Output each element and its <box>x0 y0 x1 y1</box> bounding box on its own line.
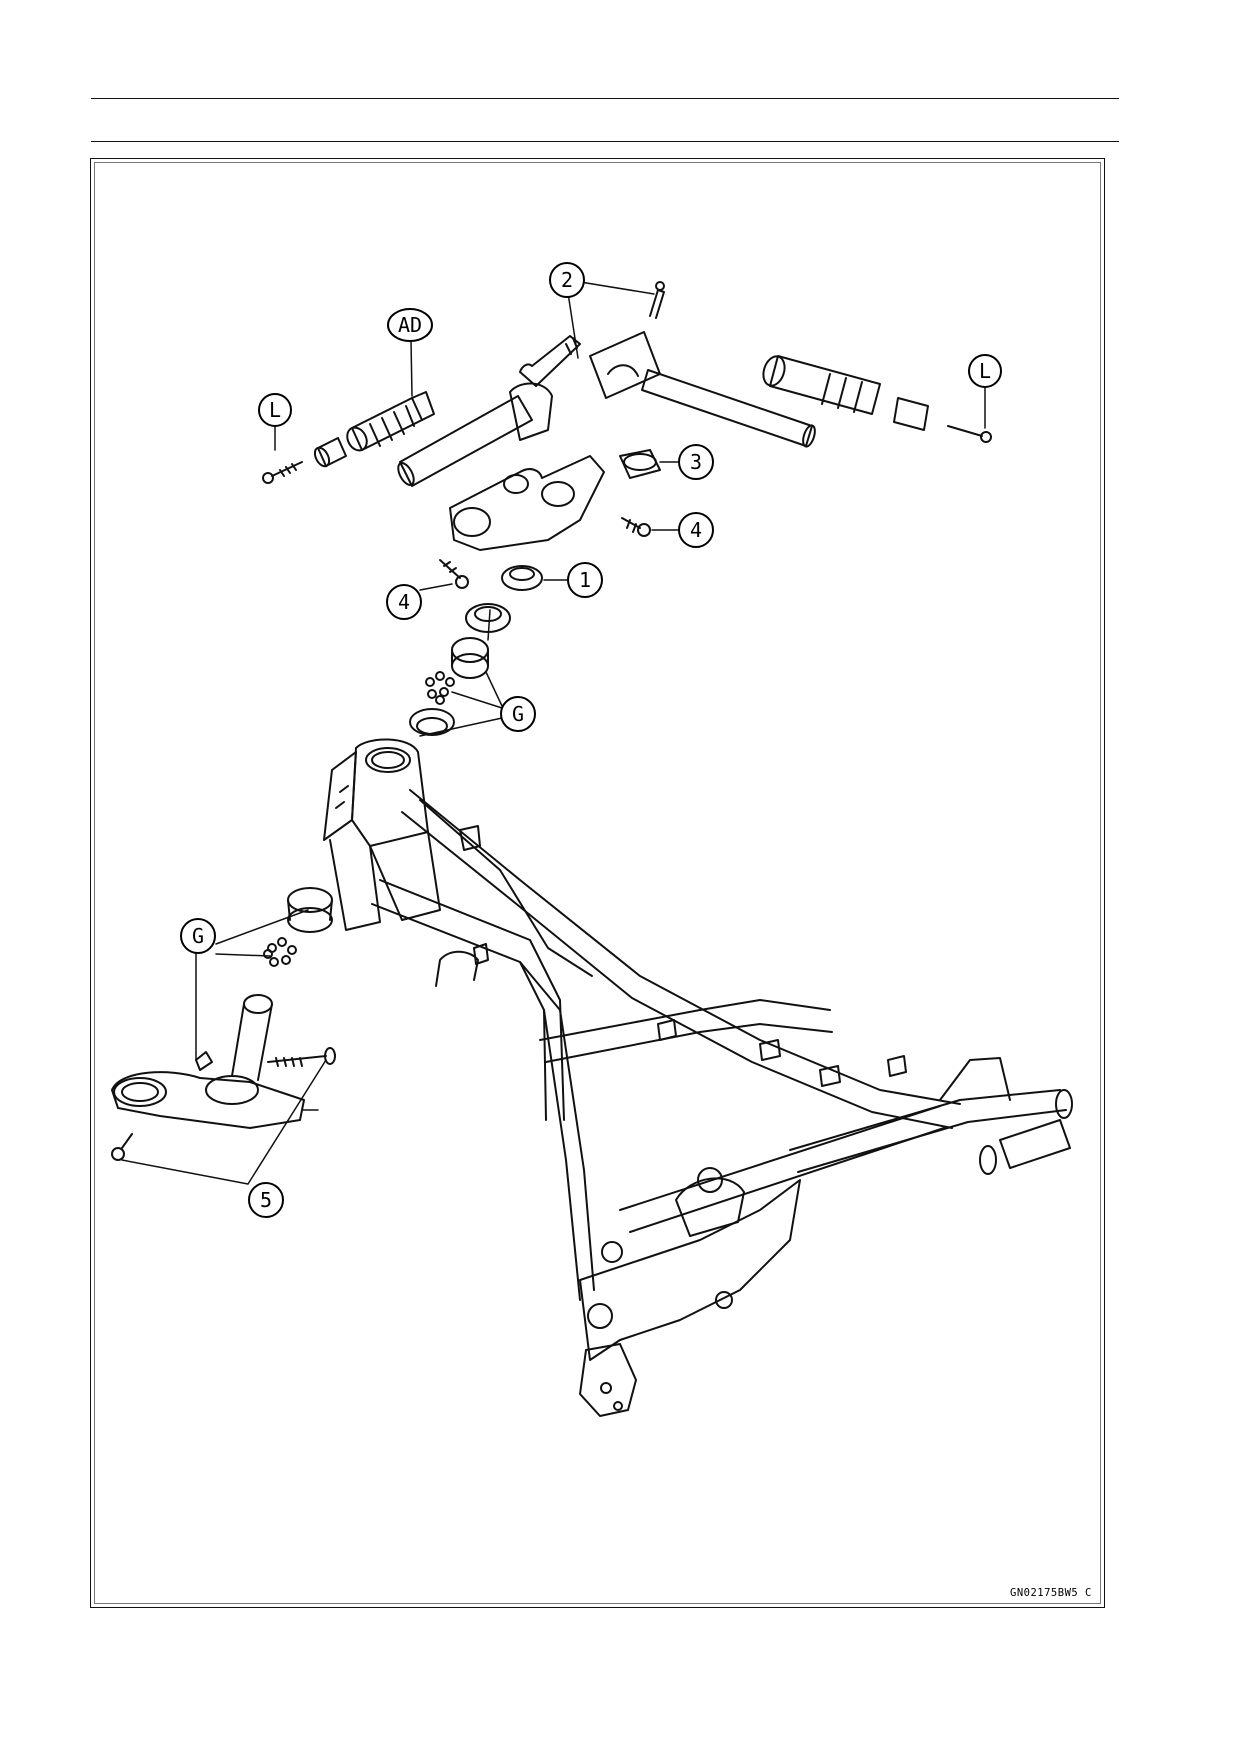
callout-5: 5 <box>248 1182 284 1218</box>
stem-nut <box>501 565 543 591</box>
left-bar-end-weight <box>313 437 347 468</box>
left-bar-end-screw <box>262 461 303 484</box>
handlebar-clamp-left <box>519 335 581 387</box>
callout-5-label: 5 <box>260 1188 272 1212</box>
callout-1: 1 <box>567 562 603 598</box>
frame <box>323 738 1073 1417</box>
callout-ad: AD <box>387 308 433 342</box>
callout-2: 2 <box>549 262 585 298</box>
clamp-bolt <box>621 517 651 537</box>
left-handlebar <box>397 382 553 487</box>
upper-outer-race <box>409 708 455 736</box>
right-handlebar <box>641 369 816 448</box>
callout-3: 3 <box>678 444 714 480</box>
callout-g-upper-label: G <box>512 702 524 726</box>
callout-1-label: 1 <box>579 568 591 592</box>
callout-3-label: 3 <box>690 450 702 474</box>
figure-frame <box>90 158 1105 1608</box>
figure-code: GN02175BW5 C <box>1010 1587 1092 1599</box>
lower-outer-race <box>287 887 333 933</box>
stem-clamp-bolts <box>111 1047 336 1161</box>
lower-bearing-balls <box>263 937 297 967</box>
right-grip <box>762 355 881 415</box>
bracket-bolt <box>439 559 469 589</box>
callout-l-right: L <box>968 354 1002 388</box>
upper-bearing-race <box>451 637 489 679</box>
callout-g-lower: G <box>180 918 216 954</box>
left-grip <box>346 391 435 452</box>
callout-4-right: 4 <box>678 512 714 548</box>
upper-bracket <box>449 455 605 551</box>
header-rule-top <box>91 98 1119 99</box>
callout-l-left-label: L <box>269 398 281 422</box>
upper-seal <box>465 603 511 633</box>
right-bar-end-weight <box>893 397 929 431</box>
handlebar-clamp-right <box>589 281 665 399</box>
upper-bearing-balls <box>425 671 455 705</box>
callout-2-label: 2 <box>561 268 573 292</box>
callout-l-right-label: L <box>979 359 991 383</box>
leader-lines <box>121 279 986 1185</box>
callout-4-left: 4 <box>386 584 422 620</box>
stem-head-nut <box>619 449 661 479</box>
callout-g-lower-label: G <box>192 924 204 948</box>
callout-g-upper: G <box>500 696 536 732</box>
header-rule-bottom <box>91 141 1119 142</box>
steering-stem <box>111 994 305 1129</box>
callout-l-left: L <box>258 393 292 427</box>
callout-4-left-label: 4 <box>398 590 410 614</box>
callout-4-right-label: 4 <box>690 518 702 542</box>
callout-ad-label: AD <box>398 313 422 337</box>
right-bar-end-screw <box>947 425 992 443</box>
